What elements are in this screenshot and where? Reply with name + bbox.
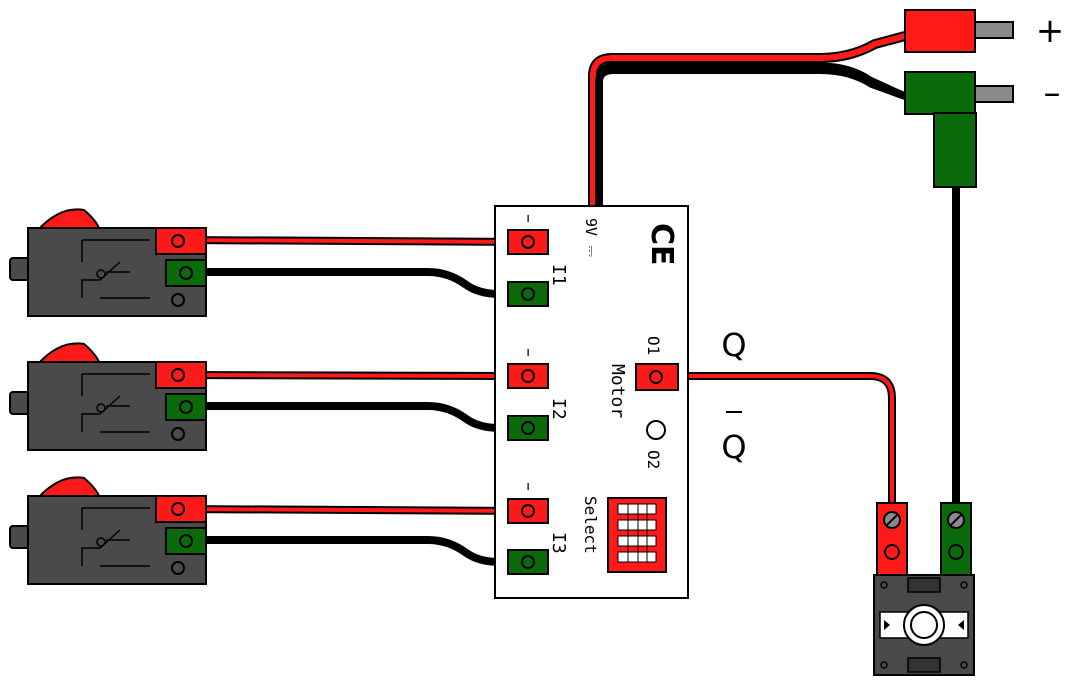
select-label: Select [581, 496, 600, 554]
o2-label: O2 [644, 450, 663, 469]
minus-plug [904, 71, 976, 115]
input-label-i2: I2 [548, 398, 569, 420]
minus-pin [972, 85, 1014, 103]
switch-2 [9, 342, 207, 451]
plus-label: + [1036, 11, 1065, 51]
minus-plug-stem [933, 112, 977, 188]
wire-sw2-black [190, 402, 528, 432]
rocker-switch-icon [9, 208, 207, 585]
motor-icon [873, 502, 975, 676]
terminal-i1 [507, 281, 549, 307]
input-minus-label-3: – [518, 482, 539, 491]
terminal-i2-minus [507, 363, 549, 389]
wire-o1-red [656, 372, 896, 510]
plus-plug [904, 9, 976, 53]
terminal-o1 [635, 363, 679, 391]
power-cable-black [593, 62, 907, 206]
control-board: CE 9V ⎓ – – – I1 I2 I3 O1 Motor O2 Selec… [494, 205, 689, 599]
motor-label: Motor [607, 364, 628, 418]
wire-sw1-black [190, 268, 528, 298]
terminal-i3 [507, 549, 549, 575]
wire-sw3-black [190, 536, 528, 566]
ce-mark-icon: CE [644, 223, 679, 266]
terminal-i1-minus [507, 229, 549, 255]
q-bar-label: Q [721, 428, 746, 466]
motor-terminal-red [876, 502, 908, 576]
terminal-i3-minus [507, 498, 549, 524]
input-minus-label-2: – [518, 348, 539, 357]
input-label-i3: I3 [548, 532, 569, 554]
minus-label: – [1044, 73, 1061, 113]
input-minus-label-1: – [518, 214, 539, 223]
terminal-i2 [507, 415, 549, 441]
motor-terminal-green [940, 502, 972, 576]
input-label-i1: I1 [548, 264, 569, 286]
power-label: 9V ⎓ [582, 218, 600, 257]
switch-3 [9, 476, 207, 585]
switch-1 [9, 208, 207, 317]
wires [177, 31, 960, 566]
dip-switch-icon [607, 497, 667, 573]
plus-pin [972, 21, 1014, 39]
o1-label: O1 [644, 336, 663, 355]
power-cable-red [588, 31, 907, 206]
terminal-o2 [646, 420, 666, 440]
power-plug-icon: + – [904, 9, 1065, 188]
q-label: Q [721, 326, 746, 364]
